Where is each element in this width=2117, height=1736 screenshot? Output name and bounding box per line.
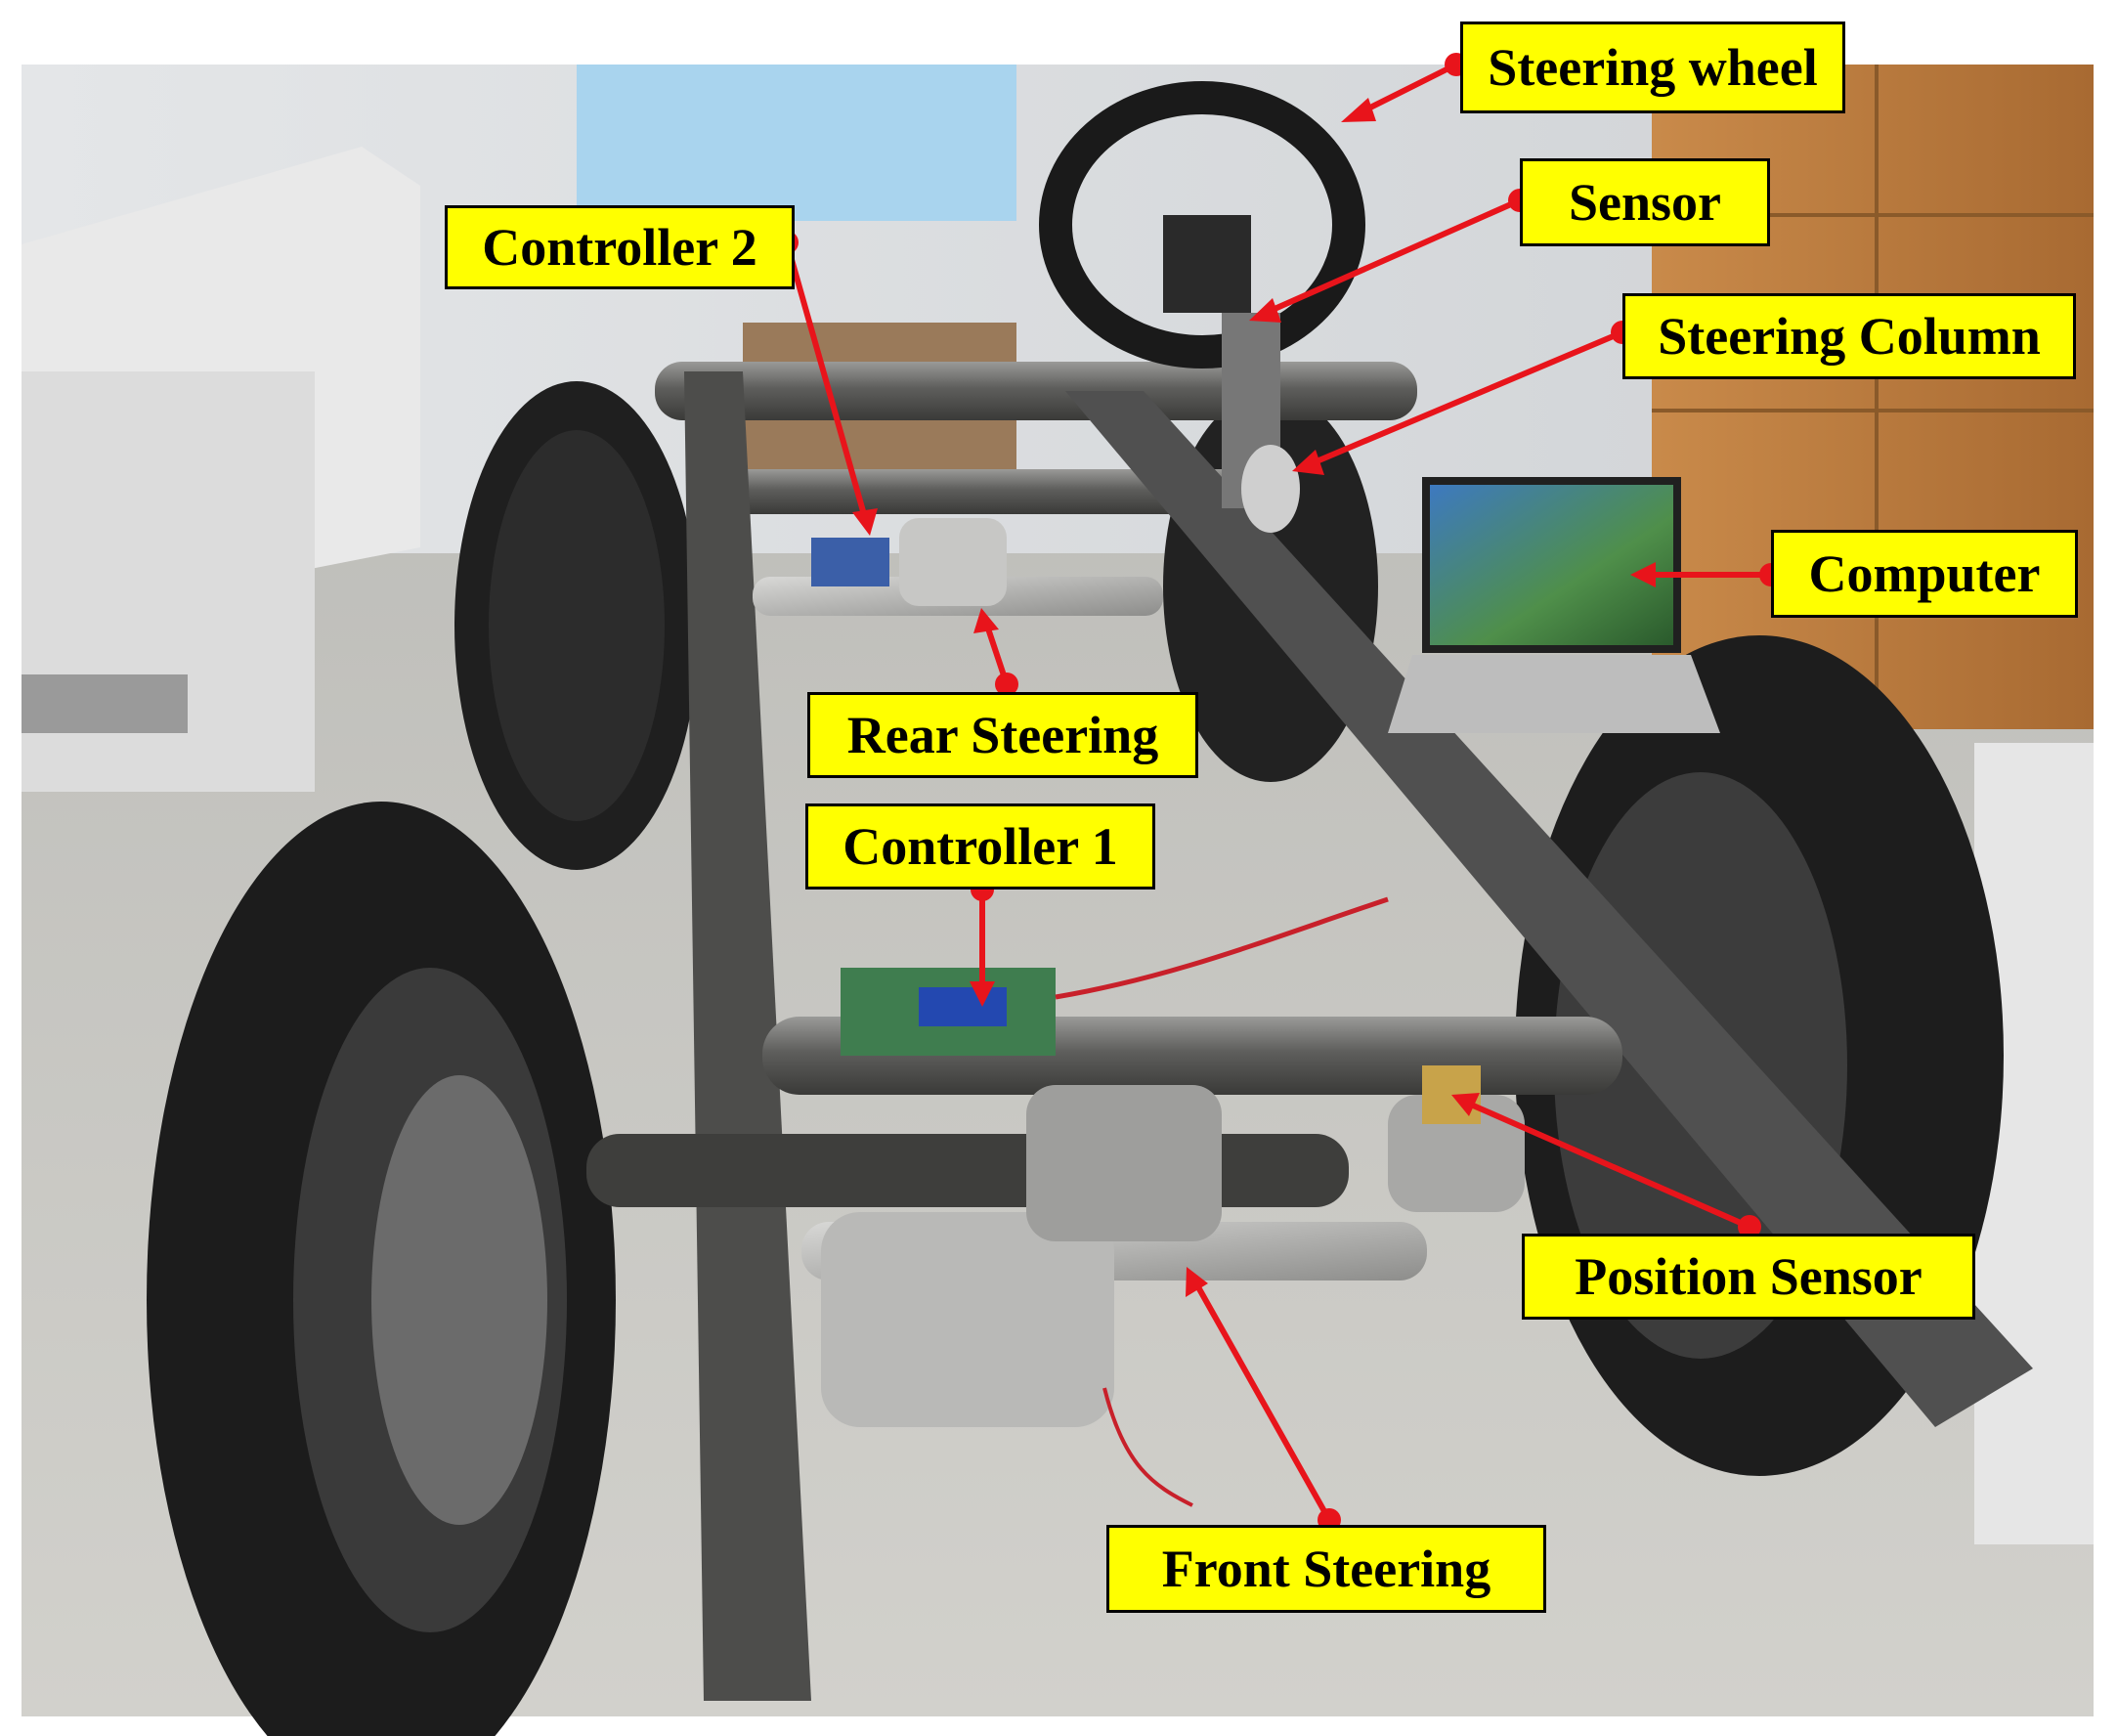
arrow-position-sensor — [1469, 1102, 1751, 1230]
arrowhead-rear-steering — [973, 608, 999, 633]
steering-wheel-shape — [1039, 81, 1365, 533]
laptop — [1388, 477, 1720, 733]
label-controller-2: Controller 2 — [445, 205, 795, 289]
label-controller-1: Controller 1 — [805, 803, 1155, 890]
annotation-arrows — [775, 53, 1783, 1532]
label-rear-steering: Rear Steering — [807, 692, 1198, 778]
label-sensor: Sensor — [1520, 158, 1770, 246]
arrow-steering-column — [1308, 329, 1624, 467]
label-front-steering: Front Steering — [1106, 1525, 1546, 1613]
arrowhead-computer — [1630, 562, 1656, 587]
chassis-frame — [586, 362, 2033, 1701]
arrow-sensor — [1264, 197, 1522, 316]
arrowhead-sensor — [1249, 298, 1281, 323]
arrowhead-steering-wheel — [1341, 98, 1376, 122]
arrowhead-controller-2 — [852, 508, 878, 536]
arrow-dot-position-sensor — [1738, 1215, 1761, 1238]
arrow-controller-2 — [784, 241, 868, 519]
rear-left-wheel — [454, 381, 699, 870]
arrowhead-steering-column — [1292, 450, 1324, 475]
front-steering-rack — [801, 1085, 1525, 1507]
arrow-front-steering — [1194, 1283, 1332, 1522]
front-left-wheel — [147, 802, 616, 1736]
controller-1-board — [841, 896, 1389, 1056]
label-steering-column: Steering Column — [1622, 293, 2076, 379]
arrowhead-controller-1 — [970, 981, 995, 1007]
arrowhead-front-steering — [1186, 1267, 1208, 1297]
label-position-sensor: Position Sensor — [1522, 1234, 1975, 1320]
label-computer: Computer — [1771, 530, 2078, 618]
arrow-dot-rear-steering — [995, 673, 1018, 696]
label-steering-wheel: Steering wheel — [1460, 22, 1845, 113]
arrow-steering-wheel — [1359, 62, 1458, 115]
arrowhead-position-sensor — [1451, 1093, 1480, 1116]
rear-steering-rack — [753, 518, 1163, 616]
